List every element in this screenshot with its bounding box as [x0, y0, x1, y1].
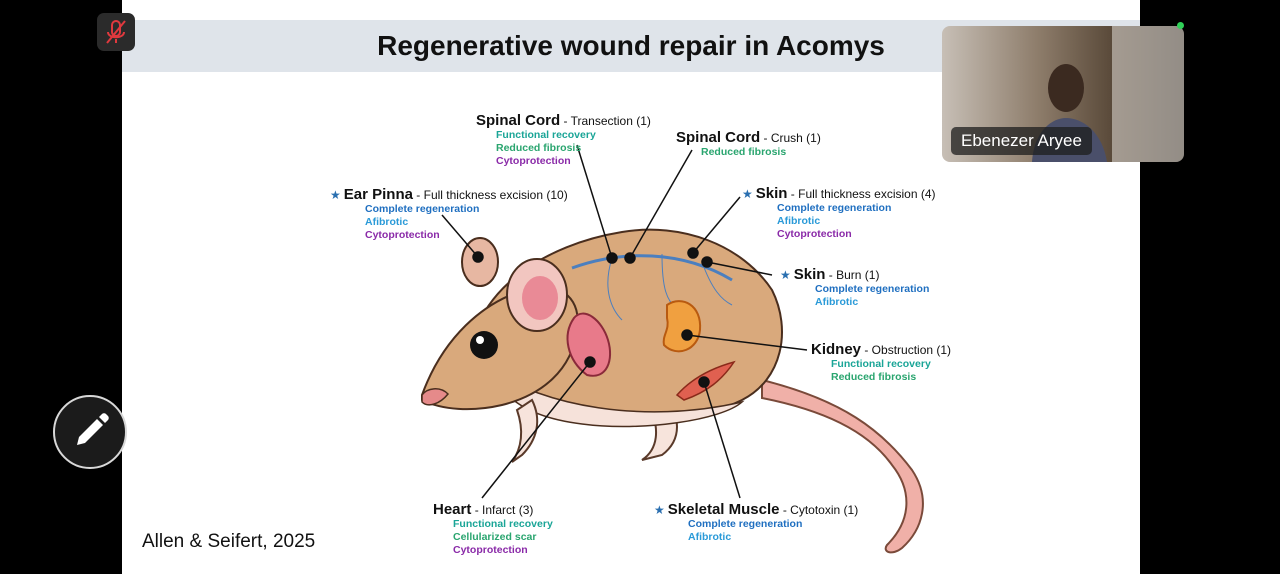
label-skin-excision: ★Skin - Full thickness excision (4) Comp…	[742, 185, 936, 240]
kidney-organ	[662, 300, 702, 353]
active-indicator	[1177, 22, 1184, 29]
acomys-illustration	[421, 144, 924, 554]
star-icon: ★	[330, 188, 341, 202]
participant-name: Ebenezer Aryee	[951, 127, 1092, 155]
label-heart: Heart - Infarct (3) Functional recovery …	[433, 501, 553, 556]
label-ear-pinna: ★Ear Pinna - Full thickness excision (10…	[330, 186, 568, 241]
star-icon: ★	[780, 268, 791, 282]
label-skeletal-muscle: ★Skeletal Muscle - Cytotoxin (1) Complet…	[654, 501, 859, 543]
slide-title: Regenerative wound repair in Acomys	[377, 30, 885, 61]
heart-organ	[566, 312, 612, 377]
star-icon: ★	[654, 503, 665, 517]
mic-muted-icon[interactable]	[97, 13, 135, 51]
citation: Allen & Seifert, 2025	[142, 531, 316, 552]
spinal-cord-nerve	[571, 254, 733, 282]
pencil-icon	[77, 413, 109, 445]
mouse-tail	[761, 378, 924, 554]
label-spinal-cord-crush: Spinal Cord - Crush (1) Reduced fibrosis	[676, 129, 821, 158]
label-skin-burn: ★Skin - Burn (1) Complete regeneration A…	[780, 266, 930, 308]
star-icon: ★	[742, 187, 753, 201]
mouse-eye	[470, 331, 498, 359]
mouse-nose	[421, 388, 450, 406]
mouse-front-leg	[511, 398, 539, 463]
annotate-pencil-button[interactable]	[53, 395, 127, 469]
label-kidney: Kidney - Obstruction (1) Functional reco…	[811, 341, 952, 383]
label-spinal-cord-transection: Spinal Cord - Transection (1) Functional…	[476, 112, 651, 167]
